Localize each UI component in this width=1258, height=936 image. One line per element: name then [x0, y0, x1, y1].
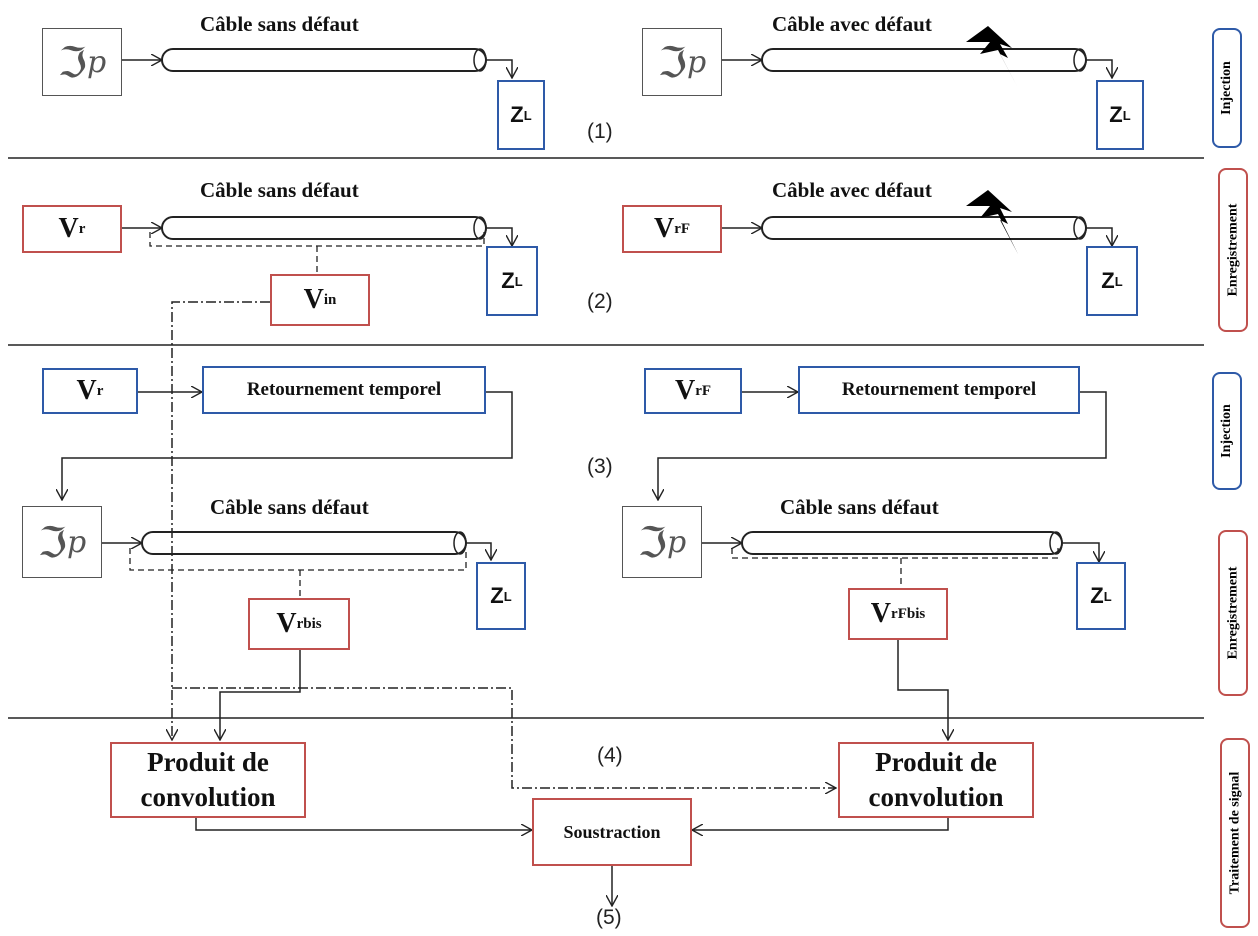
soustraction-box: Soustraction [532, 798, 692, 866]
step-1: (1) [587, 120, 613, 143]
cable-label-1-right: Câble avec défaut [772, 12, 932, 36]
side-label-enregistrement-2: Enregistrement [1218, 530, 1248, 696]
step-3: (3) [587, 455, 613, 478]
cable-3-right [741, 531, 1063, 555]
cable-label-3-right: Câble sans défaut [780, 495, 939, 519]
cable-label-3-left: Câble sans défaut [210, 495, 369, 519]
cable-label-2-left: Câble sans défaut [200, 178, 359, 202]
step-5: (5) [596, 906, 622, 929]
cable-2-right [761, 216, 1087, 240]
fault-bolt-icon-1 [966, 26, 1018, 88]
cable-label-1-left: Câble sans défaut [200, 12, 359, 36]
cable-1-right [761, 48, 1087, 72]
cable-1-left [161, 48, 487, 72]
side-label-injection-1: Injection [1212, 28, 1242, 148]
retournement-temporel-right: Retournement temporel [798, 366, 1080, 414]
cable-label-2-right: Câble avec défaut [772, 178, 932, 202]
step-2: (2) [587, 290, 613, 313]
side-label-traitement: Traitement de signal [1220, 738, 1250, 928]
retournement-temporel-left: Retournement temporel [202, 366, 486, 414]
side-label-injection-2: Injection [1212, 372, 1242, 490]
cable-3-left [141, 531, 467, 555]
side-label-enregistrement-1: Enregistrement [1218, 168, 1248, 332]
cable-2-left [161, 216, 487, 240]
fault-bolt-icon-2 [966, 190, 1018, 254]
step-4: (4) [597, 744, 623, 767]
